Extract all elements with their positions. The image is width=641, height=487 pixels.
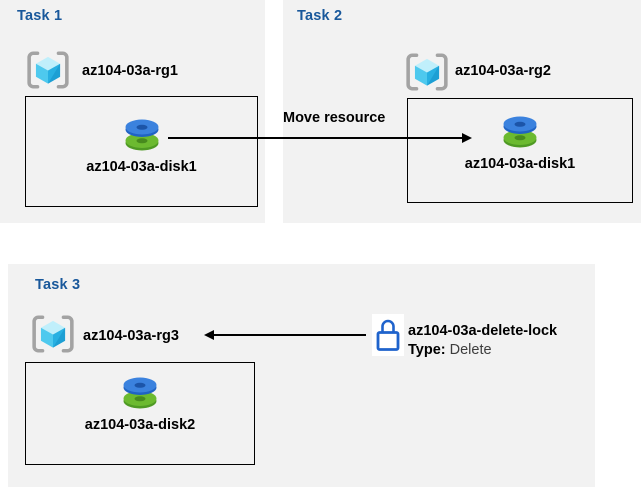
disk-icon [123, 117, 161, 153]
resource-group-icon [26, 50, 70, 90]
disk-label: az104-03a-disk1 [464, 156, 576, 172]
resource-group-label: az104-03a-rg2 [455, 63, 551, 79]
resource-box: az104-03a-disk1 [407, 98, 633, 203]
resource-box: az104-03a-disk2 [25, 362, 255, 465]
lock-icon [376, 317, 400, 353]
task1-panel: Task 1 az104-03a-rg1 az104-03a-disk1 [0, 0, 265, 223]
task2-panel: Task 2 az104-03a-rg2 az104-03a-disk1 [283, 0, 641, 223]
task3-title: Task 3 [35, 277, 81, 293]
lock-type-value: Delete [449, 342, 492, 358]
lock-type-line: Type: Delete [408, 341, 557, 360]
resource-group-label: az104-03a-rg1 [82, 63, 178, 79]
move-resource-arrow-line [168, 137, 464, 139]
move-resource-label: Move resource [283, 110, 386, 126]
task1-title: Task 1 [17, 8, 63, 24]
disk-icon [501, 114, 539, 150]
lock-annotation: az104-03a-delete-lock Type: Delete [408, 322, 557, 360]
resource-group-icon [405, 52, 449, 92]
resource-group-icon [31, 314, 75, 354]
lock-chip [372, 314, 404, 356]
lock-name-label: az104-03a-delete-lock [408, 323, 558, 339]
arrowhead-left-icon [204, 330, 214, 340]
lock-arrow-line [212, 334, 366, 336]
lock-type-label: Type: [408, 342, 446, 358]
task2-title: Task 2 [297, 8, 343, 24]
disk-icon [121, 375, 159, 411]
disk-label: az104-03a-disk1 [86, 159, 197, 175]
resource-box: az104-03a-disk1 [25, 96, 258, 207]
task3-panel: Task 3 az104-03a-rg3 az104-03a-disk2 [8, 264, 595, 487]
arrowhead-right-icon [462, 133, 472, 143]
disk-label: az104-03a-disk2 [84, 417, 196, 433]
resource-group-label: az104-03a-rg3 [83, 328, 179, 344]
